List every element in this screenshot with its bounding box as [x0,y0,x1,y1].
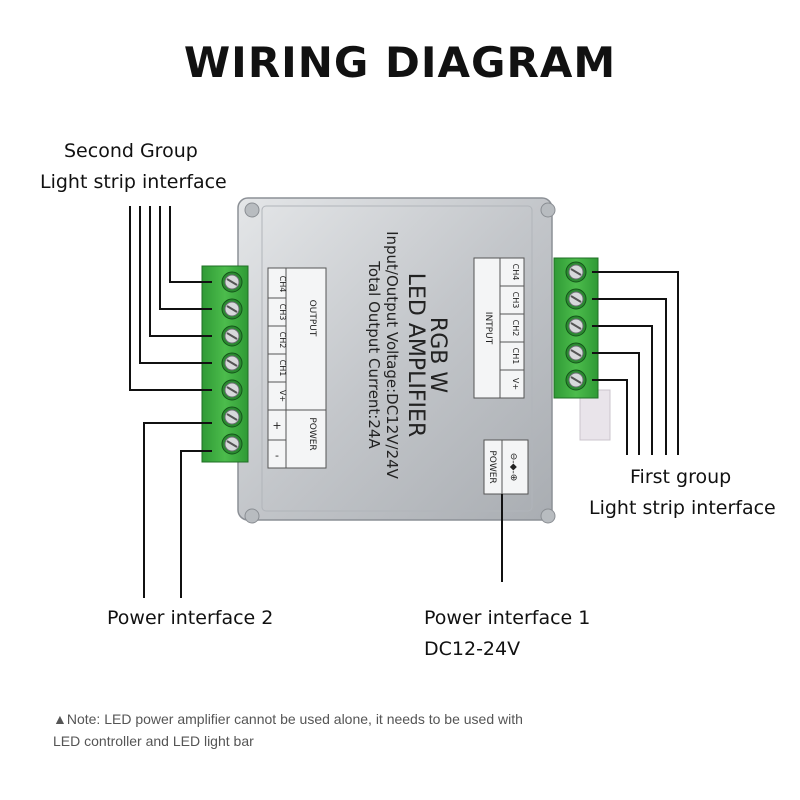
spec-voltage: Input/Output Voltage:DC12V/24V [383,231,401,480]
output-terminal-screw-7 [221,433,243,455]
output-terminal-screw-6 [221,406,243,428]
first-group-wire-3 [592,325,653,455]
output-channel-label: CH3 [278,304,287,321]
output-channel-label: CH4 [278,276,287,293]
output-power-pin-label: - [275,449,279,462]
output-terminal-screw-1 [221,271,243,293]
output-terminal-screw-3 [221,325,243,347]
output-label: OUTPUT [307,300,317,337]
output-channel-label: CH1 [278,360,287,377]
page-title: WIRING DIAGRAM [183,38,617,87]
power-interface-2-wire-minus [180,450,212,598]
input-channel-label: CH2 [511,320,520,337]
output-terminal-screw-5 [221,379,243,401]
power-interface-1-label: Power interface 1 [424,607,591,629]
output-channel-label: CH2 [278,332,287,349]
power-jack-text: POWER [487,450,497,483]
output-power-pin-label: + [272,419,281,432]
first-group-label-line1: First group [630,466,732,488]
first-group-wire-4 [592,352,640,455]
second-group-wire-1 [169,206,212,283]
output-power-label: POWER [307,417,317,450]
input-terminal-screw-4 [565,342,587,364]
second-group-wire-4 [139,206,212,364]
input-channel-label: CH1 [511,348,520,365]
first-group-wire-2 [592,298,667,455]
input-label: INTPUT [483,312,493,345]
spec-current: Total Output Current:24A [365,260,383,449]
second-group-wire-5 [129,206,212,391]
first-group-wire-1 [592,271,679,455]
power-jack-symbol: ⊖-◆-⊕ [508,453,518,482]
power-jack-label: POWER ⊖-◆-⊕ [483,439,529,495]
second-group-label-line2: Light strip interface [40,171,227,193]
second-group-wire-3 [149,206,212,337]
power-interface-2-label: Power interface 2 [107,607,274,629]
wires [129,206,679,598]
input-terminal-block [553,257,599,399]
note-text: ▲Note: LED power amplifier cannot be use… [53,711,523,749]
first-group-wire-5 [592,379,628,455]
input-terminal-screw-5 [565,369,587,391]
input-terminal-screw-3 [565,315,587,337]
first-group-label-line2: Light strip interface [589,497,776,519]
second-group-label-line1: Second Group [64,140,198,162]
second-group-wire-2 [159,206,212,310]
power-interface-2-wire-plus [143,422,212,598]
device-name-line1: RGB W [425,317,450,393]
output-channel-label: V+ [278,390,287,402]
output-terminal-screw-4 [221,352,243,374]
device-name-line2: LED AMPLIFIER [403,273,428,437]
input-channel-label: CH4 [511,264,520,281]
input-terminal-screw-2 [565,288,587,310]
input-channel-label: V+ [511,378,520,390]
input-channel-label: CH3 [511,292,520,309]
output-terminal-screw-2 [221,298,243,320]
output-terminal-block [201,265,249,463]
input-terminal-screw-1 [565,261,587,283]
power-interface-1-voltage: DC12-24V [424,638,521,660]
